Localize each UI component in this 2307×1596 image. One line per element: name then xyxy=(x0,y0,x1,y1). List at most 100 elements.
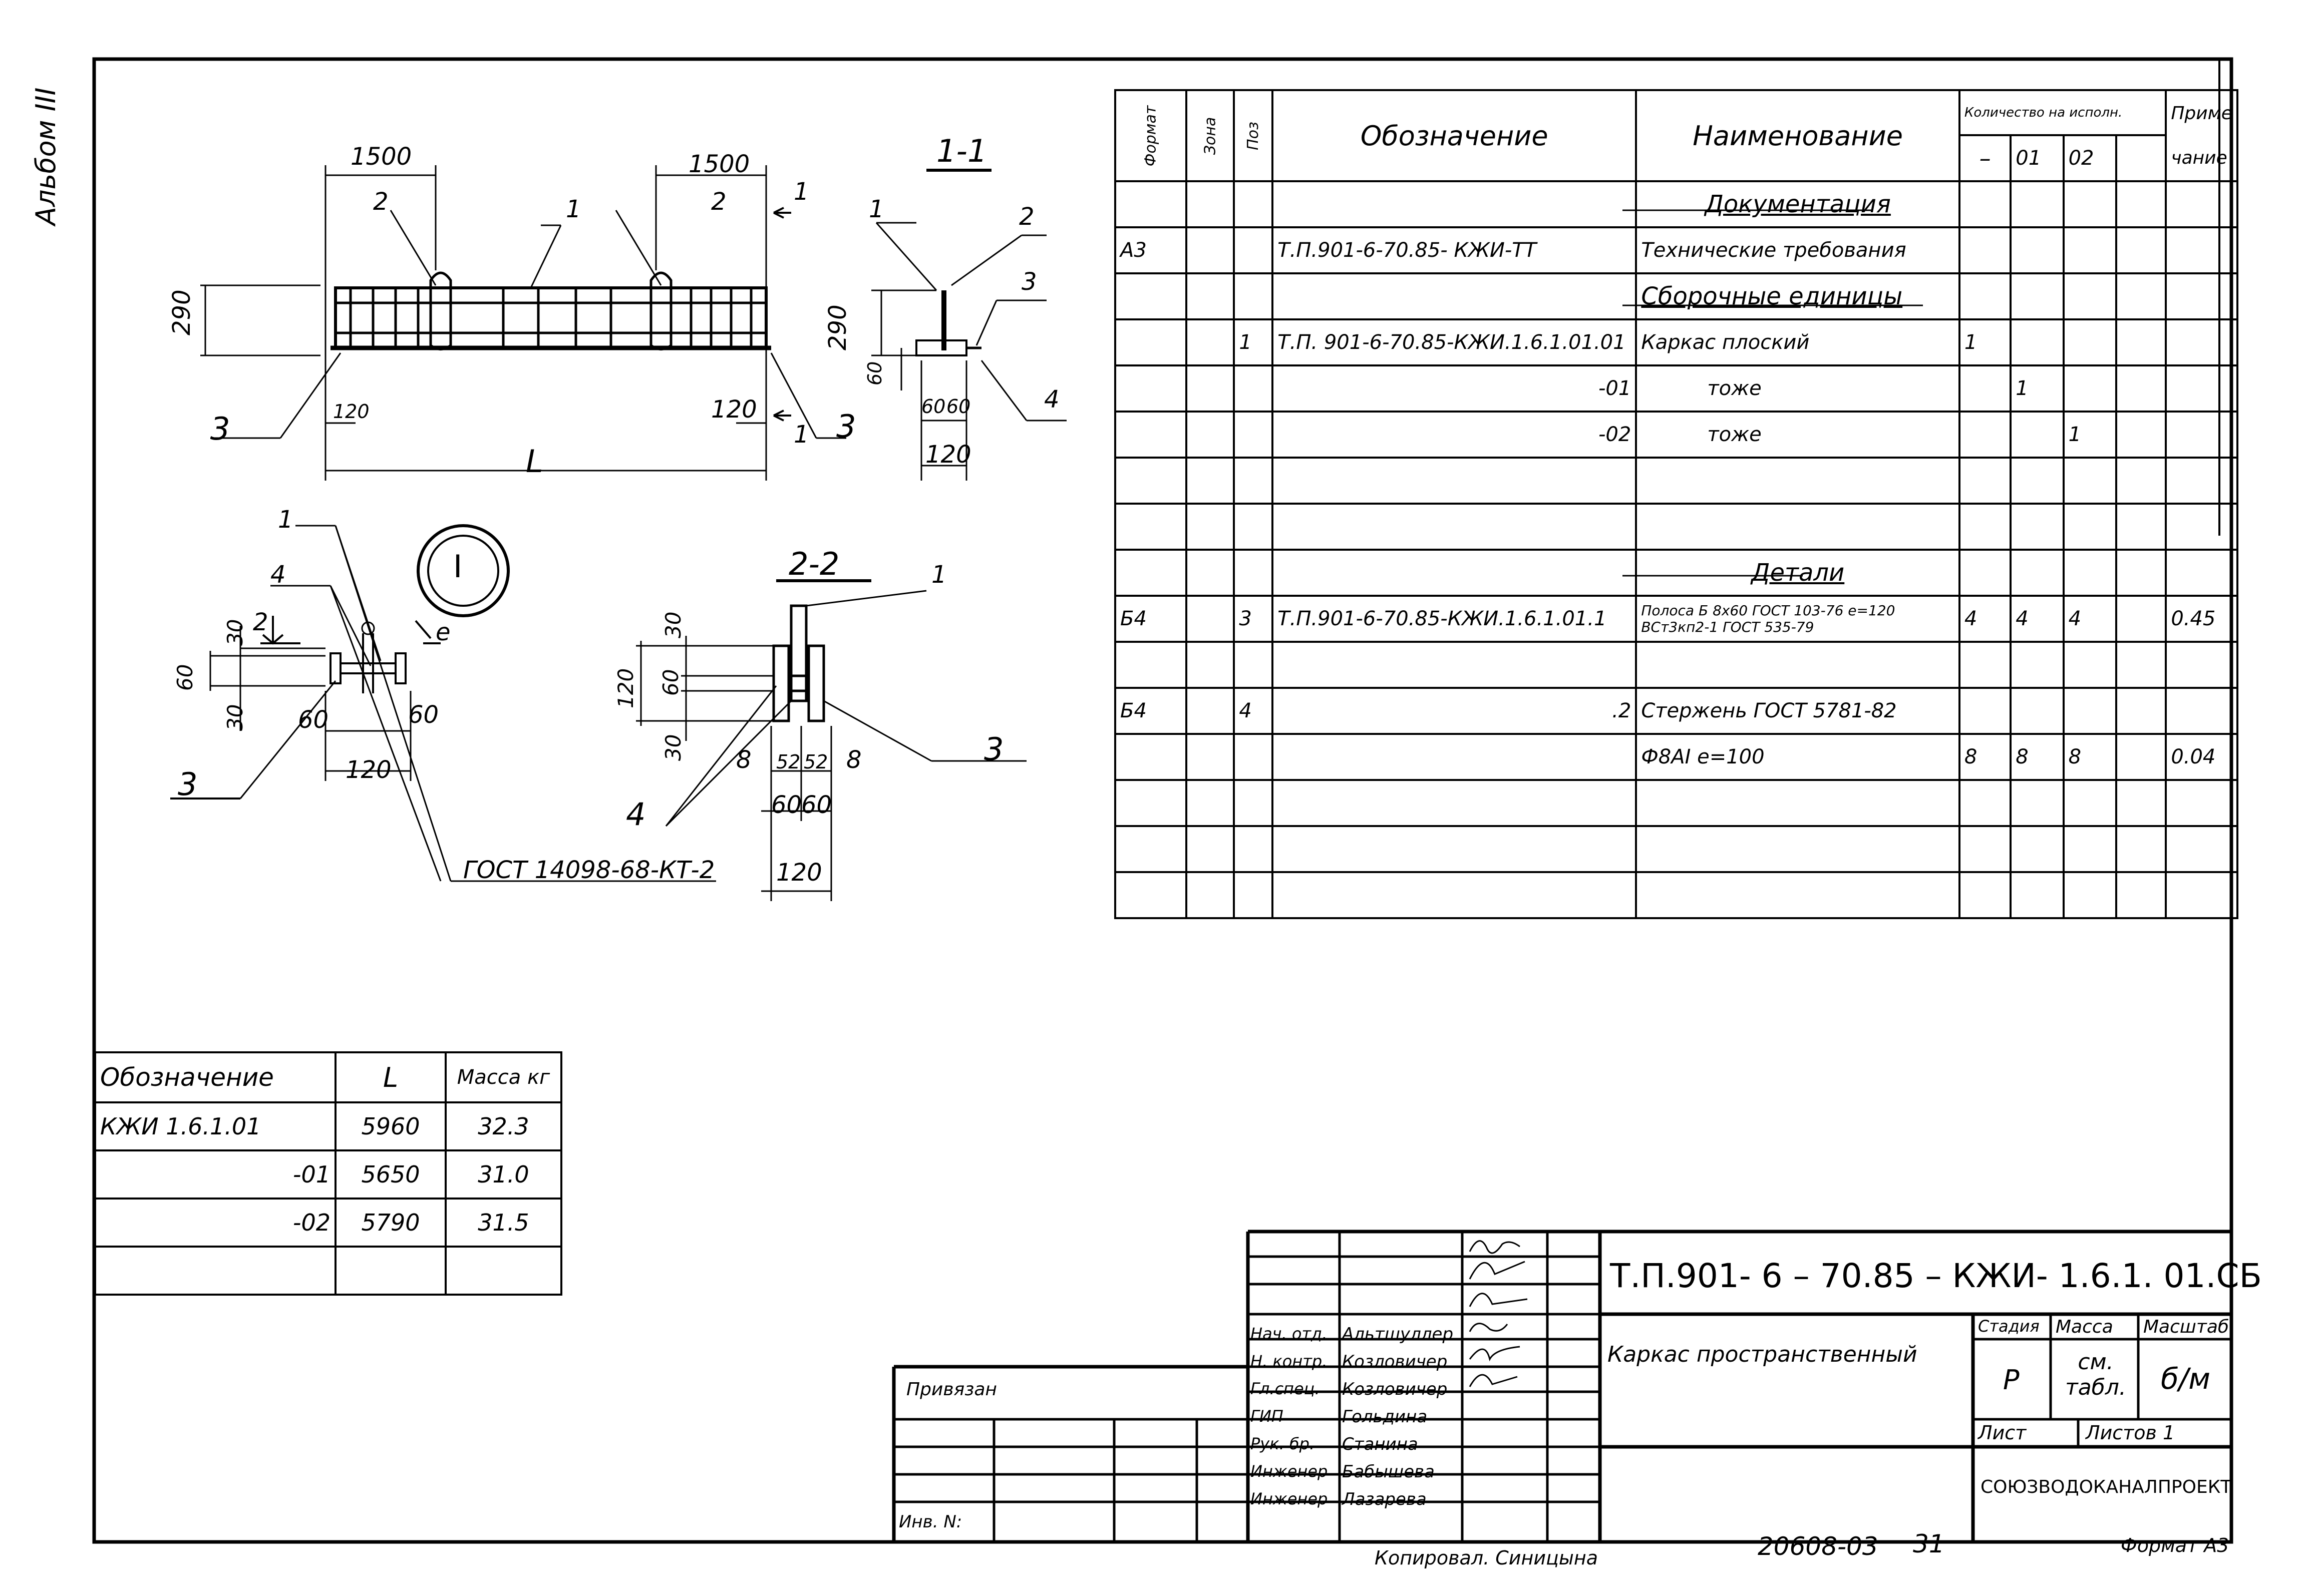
approval-role: ГИП xyxy=(1250,1407,1283,1426)
spec-zone xyxy=(1185,364,1235,413)
main-view xyxy=(200,165,846,481)
spec-name: Каркас плоский xyxy=(1635,318,1960,366)
header-name: Наименование xyxy=(1635,89,1960,182)
spec-q2 xyxy=(2062,272,2117,320)
header-pos: Поз xyxy=(1233,89,1274,182)
spec-designation xyxy=(1271,871,1637,919)
spec-q2 xyxy=(2062,779,2117,827)
spec-q0: 8 xyxy=(1958,733,2012,781)
spec-row xyxy=(1114,457,2238,505)
spec-q1: 8 xyxy=(2010,733,2065,781)
copied-by: Копировал. Синицына xyxy=(1375,1547,1598,1569)
spec-q2 xyxy=(2062,825,2117,873)
mass-des: -01 xyxy=(94,1149,337,1200)
approval-role: Гл.спец. xyxy=(1250,1379,1320,1398)
spec-q1: 1 xyxy=(2010,364,2065,413)
header-qty: Количество на исполн. xyxy=(1958,89,2167,136)
spec-note xyxy=(2165,871,2238,919)
pos-label: 1 xyxy=(931,561,947,589)
spec-name: Документация xyxy=(1635,180,1960,228)
spec-zone xyxy=(1185,825,1235,873)
spec-note xyxy=(2165,687,2238,735)
spec-zone xyxy=(1185,318,1235,366)
sheet-label: Лист xyxy=(1978,1422,2027,1444)
spec-name xyxy=(1635,457,1960,505)
spec-note xyxy=(2165,779,2238,827)
spec-note xyxy=(2165,226,2238,274)
spec-q2 xyxy=(2062,549,2117,597)
spec-q1 xyxy=(2010,825,2065,873)
spec-name: Полоса Б 8х60 ГОСТ 103-76 e=120 ВСт3кп2-… xyxy=(1635,595,1960,643)
spec-q0 xyxy=(1958,226,2012,274)
spec-designation xyxy=(1271,180,1637,228)
spec-row: Детали xyxy=(1114,549,2238,597)
dim-120: 120 xyxy=(346,756,392,784)
node-I xyxy=(170,524,716,882)
spec-pos: 4 xyxy=(1233,687,1274,735)
spec-name xyxy=(1635,641,1960,689)
spec-row: Сборочные единицы xyxy=(1114,272,2238,320)
dim-8: 8 xyxy=(736,746,752,774)
spec-name: Стержень ГОСТ 5781-82 xyxy=(1635,687,1960,735)
dim-1500-right: 1500 xyxy=(689,150,750,178)
section-1-1 xyxy=(871,169,1067,481)
mass-des xyxy=(94,1246,337,1296)
spec-name: Ф8АI e=100 xyxy=(1635,733,1960,781)
spec-q3 xyxy=(2115,871,2167,919)
spec-designation xyxy=(1271,549,1637,597)
pos-label: 3 xyxy=(836,408,856,445)
spec-q3 xyxy=(2115,503,2167,551)
spec-q3 xyxy=(2115,687,2167,735)
spec-designation xyxy=(1271,272,1637,320)
spec-pos: 1 xyxy=(1233,318,1274,366)
dim-8: 8 xyxy=(846,746,862,774)
spec-q3 xyxy=(2115,779,2167,827)
spec-row xyxy=(1114,503,2238,551)
spec-q3 xyxy=(2115,457,2167,505)
pos-label: 1 xyxy=(869,195,884,223)
dim-120-left: 120 xyxy=(333,401,370,423)
dim-52: 52 xyxy=(776,751,801,773)
spec-q3 xyxy=(2115,318,2167,366)
spec-note xyxy=(2165,825,2238,873)
spec-format xyxy=(1114,825,1187,873)
spec-zone xyxy=(1185,549,1235,597)
spec-q3 xyxy=(2115,595,2167,643)
spec-q3 xyxy=(2115,641,2167,689)
spec-note: 0.45 xyxy=(2165,595,2238,643)
spec-zone xyxy=(1185,272,1235,320)
spec-note xyxy=(2165,411,2238,459)
dim-120-right: 120 xyxy=(711,395,757,424)
spec-zone xyxy=(1185,457,1235,505)
spec-format xyxy=(1114,779,1187,827)
spec-q3 xyxy=(2115,825,2167,873)
pos-label: 2 xyxy=(373,188,389,216)
spec-q0 xyxy=(1958,549,2012,597)
spec-q1 xyxy=(2010,180,2065,228)
mass-value: 31.5 xyxy=(445,1198,562,1248)
spec-note xyxy=(2165,641,2238,689)
spec-designation: Т.П. 901-6-70.85-КЖИ.1.6.1.01.01 xyxy=(1271,318,1637,366)
spec-note xyxy=(2165,503,2238,551)
spec-note: 0.04 xyxy=(2165,733,2238,781)
spec-format: А3 xyxy=(1114,226,1187,274)
pos-label: 2 xyxy=(1019,203,1035,231)
format-label: Формат А3 xyxy=(2121,1534,2229,1556)
spec-q1 xyxy=(2010,871,2065,919)
spec-name: тоже xyxy=(1635,364,1960,413)
pos-label: 2 xyxy=(711,188,727,216)
spec-q0 xyxy=(1958,687,2012,735)
mass-header: Масса xyxy=(2056,1317,2113,1337)
mass-des: -02 xyxy=(94,1198,337,1248)
spec-q2 xyxy=(2062,687,2117,735)
section-title: 1-1 xyxy=(936,133,987,169)
spec-designation xyxy=(1271,825,1637,873)
pos-label: 3 xyxy=(984,731,1004,767)
spec-format xyxy=(1114,457,1187,505)
scale-value: б/м xyxy=(2161,1362,2211,1396)
mass-l: 5960 xyxy=(335,1101,447,1151)
pos-label: 4 xyxy=(1044,385,1060,414)
